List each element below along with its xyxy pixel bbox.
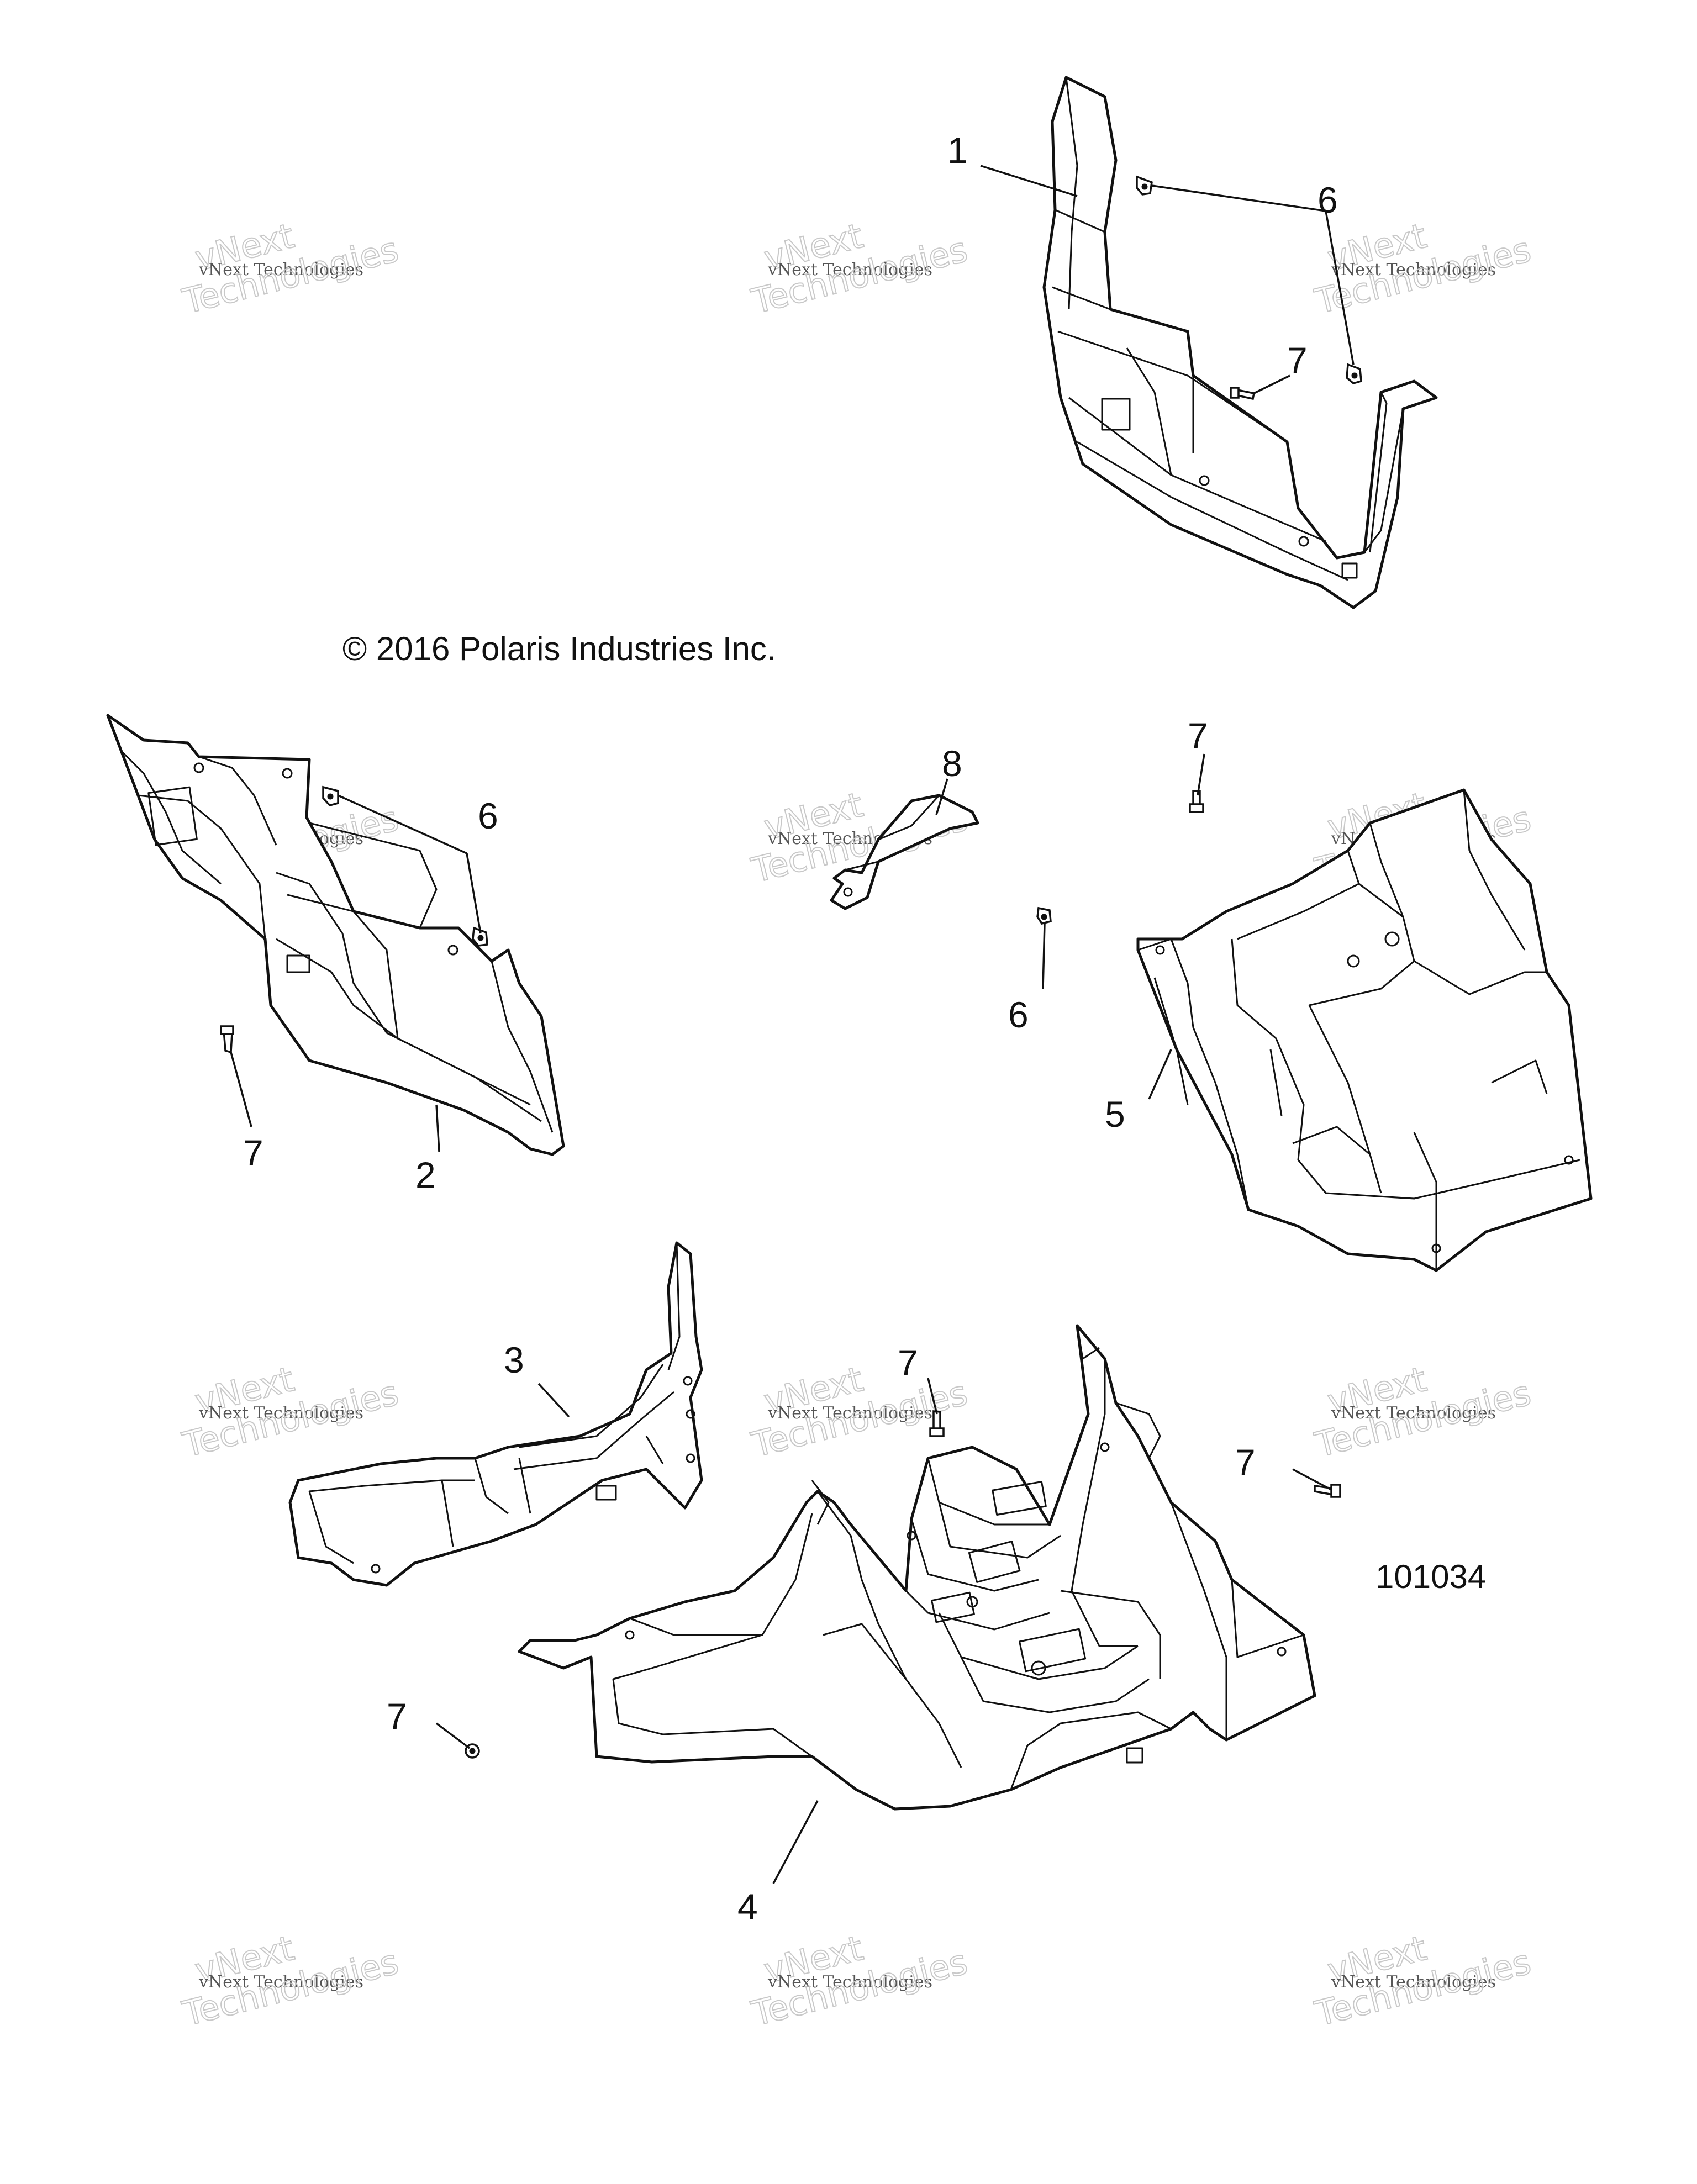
leader-7a [1253, 374, 1290, 394]
callout-6: 6 [1008, 994, 1029, 1035]
leader-7e [1292, 1468, 1332, 1491]
leader-6b [338, 794, 467, 854]
part-8-bracket [830, 794, 979, 910]
leader-8 [935, 778, 948, 815]
watermark: vNext vNext Technologies Technologies [178, 1927, 403, 2034]
fastener-7-screw [929, 1410, 945, 1437]
leader-6a [1151, 184, 1326, 212]
leader-6a-2 [1325, 210, 1355, 365]
fastener-6-push-rivet [1036, 906, 1052, 925]
callout-7: 7 [898, 1342, 918, 1383]
leader-7d [927, 1378, 938, 1415]
leader-7c [1197, 753, 1205, 796]
watermark-line2: vNext Technologies [767, 1404, 932, 1423]
part-2-side-panel [106, 714, 565, 1156]
part-1-side-panel [1042, 76, 1438, 609]
fastener-7-screw [220, 1025, 234, 1054]
callout-7: 7 [387, 1696, 407, 1737]
callout-2: 2 [415, 1154, 436, 1195]
watermark-line2: vNext Technologies [767, 1972, 932, 1992]
fastener-7-screw [1230, 387, 1256, 400]
callout-7: 7 [243, 1132, 263, 1173]
callout-6: 6 [478, 795, 498, 836]
callout-7: 7 [1287, 340, 1308, 381]
watermark-line2: vNext Technologies [198, 1972, 363, 1992]
copyright-notice: © 2016 Polaris Industries Inc. [342, 630, 776, 667]
fastener-7-screw [1314, 1484, 1341, 1498]
fastener-6-push-rivet [1136, 175, 1153, 196]
callout-8: 8 [942, 743, 962, 784]
leader-lines [230, 165, 1355, 1884]
watermark-line2: vNext Technologies [1331, 1972, 1496, 1992]
leader-3 [537, 1383, 570, 1418]
part-5-floor-tub [1136, 788, 1593, 1272]
callout-7: 7 [1188, 715, 1208, 756]
watermark-line2: vNext Technologies [198, 1404, 363, 1423]
leader-7f [435, 1722, 471, 1749]
leader-1 [980, 165, 1078, 197]
fastener-6-push-rivet [322, 785, 339, 806]
figure-number: 101034 [1375, 1558, 1486, 1595]
part-3-side-panel [288, 1241, 703, 1587]
fastener-7-screw [1189, 790, 1204, 813]
watermark: vNext vNext Technologies Technologies [747, 215, 972, 322]
leader-7b [230, 1052, 252, 1127]
watermark-line2: vNext Technologies [1331, 260, 1496, 279]
leader-4 [772, 1800, 819, 1884]
callout-7: 7 [1235, 1442, 1256, 1483]
fastener-6-push-rivet [1346, 363, 1362, 384]
watermark: vNext vNext Technologies Technologies [1310, 1358, 1535, 1465]
leader-2 [435, 1104, 440, 1152]
fastener-6-push-rivet [472, 926, 488, 947]
callouts: 1 6 7 6 7 2 8 7 6 5 3 7 7 7 4 [243, 130, 1338, 1927]
watermark: vNext vNext Technologies Technologies [1310, 215, 1535, 322]
watermark-line2: vNext Technologies [767, 260, 932, 279]
callout-1: 1 [947, 130, 968, 171]
leader-6c [1042, 923, 1046, 989]
callout-5: 5 [1105, 1094, 1125, 1135]
callout-3: 3 [504, 1339, 524, 1380]
callout-6: 6 [1317, 180, 1338, 220]
watermark: vNext vNext Technologies Technologies [1310, 1927, 1535, 2034]
watermark: vNext vNext Technologies Technologies [178, 215, 403, 322]
watermark-line2: vNext Technologies [1331, 1404, 1496, 1423]
fasteners [220, 175, 1362, 1759]
watermark: vNext vNext Technologies Technologies [178, 1358, 403, 1465]
watermark-line2: vNext Technologies [198, 260, 363, 279]
leader-6b-2 [466, 853, 482, 934]
leader-5 [1148, 1049, 1172, 1100]
callout-4: 4 [737, 1886, 758, 1927]
watermark: vNext vNext Technologies Technologies [747, 1927, 972, 2034]
part-4-main-floor [518, 1324, 1316, 1811]
